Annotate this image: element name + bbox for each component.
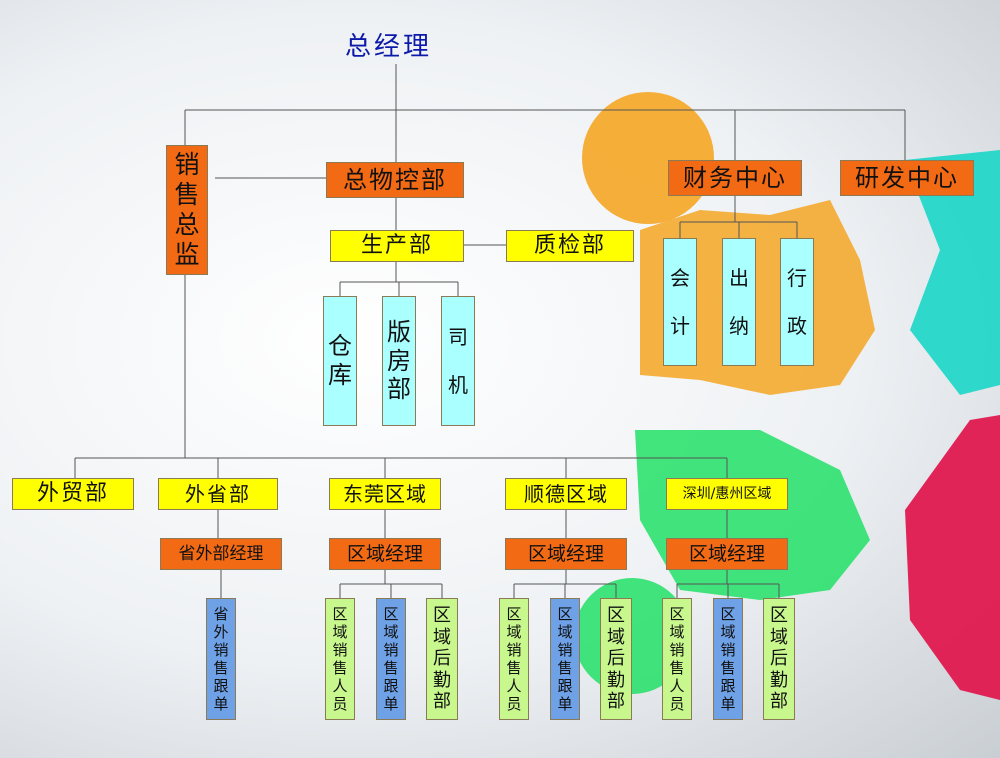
staff-label: 区域销售跟单 [383,605,399,713]
staff-label: 区域后勤部 [433,605,451,713]
dongguan-manager-node: 区域经理 [329,538,441,570]
staff-label: 区域销售人员 [506,605,522,713]
pattern-room-node: 版房部 [382,296,416,426]
staff-label: 省外销售跟单 [213,605,229,713]
administration-node: 行政 [780,238,814,366]
other-province-node: 外省部 [158,478,278,510]
rd-center-node: 研发中心 [840,160,974,196]
cashier-label: 出纳 [729,266,749,338]
foreign-trade-node: 外贸部 [12,478,134,510]
shenzhen-sales-staff-node: 区域销售人员 [662,598,692,720]
dongguan-sales-staff-node: 区域销售人员 [325,598,355,720]
top-node-general-manager: 总经理 [345,32,433,62]
other-province-sales-followup-node: 省外销售跟单 [206,598,236,720]
pattern-room-label: 版房部 [387,317,411,404]
other-province-manager-node: 省外部经理 [160,538,282,570]
staff-label: 区域销售跟单 [720,605,736,713]
orange-blob-decoration [640,200,875,395]
warehouse-label: 仓库 [328,332,352,389]
shunde-region-node: 顺德区域 [505,478,627,510]
staff-label: 区域后勤部 [607,605,625,713]
production-node: 生产部 [330,230,464,262]
teal-blob-decoration [905,150,1000,395]
administration-label: 行政 [787,266,807,338]
cashier-node: 出纳 [722,238,756,366]
finance-center-node: 财务中心 [668,160,802,196]
shunde-manager-node: 区域经理 [505,538,627,570]
staff-label: 区域销售跟单 [557,605,573,713]
staff-label: 区域后勤部 [770,605,788,713]
shenzhen-logistics-node: 区域后勤部 [763,598,795,720]
warehouse-node: 仓库 [323,296,357,426]
dongguan-logistics-node: 区域后勤部 [426,598,458,720]
magenta-blob-decoration [905,415,1000,700]
accounting-node: 会计 [663,238,697,366]
shenzhen-huizhou-region-node: 深圳/惠州区域 [666,478,788,510]
quality-node: 质检部 [506,230,634,262]
sales-director-label: 销售总监 [174,150,200,269]
dongguan-region-node: 东莞区域 [329,478,441,510]
dongguan-sales-followup-node: 区域销售跟单 [376,598,406,720]
accounting-label: 会计 [670,266,690,338]
driver-label: 司机 [448,325,468,397]
shunde-sales-staff-node: 区域销售人员 [499,598,529,720]
staff-label: 区域销售人员 [669,605,685,713]
materials-control-node: 总物控部 [326,162,464,198]
shenzhen-sales-followup-node: 区域销售跟单 [713,598,743,720]
sales-director-node: 销售总监 [166,145,208,275]
shunde-logistics-node: 区域后勤部 [600,598,632,720]
staff-label: 区域销售人员 [332,605,348,713]
shunde-sales-followup-node: 区域销售跟单 [550,598,580,720]
shenzhen-huizhou-manager-node: 区域经理 [666,538,788,570]
driver-node: 司机 [441,296,475,426]
